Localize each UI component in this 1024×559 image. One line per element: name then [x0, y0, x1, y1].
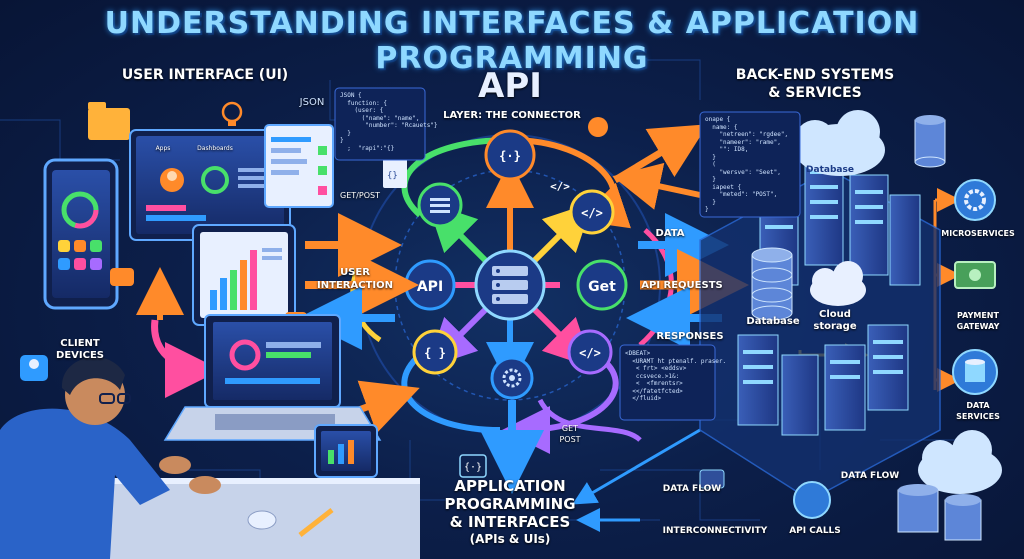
- cloud-icon: [918, 430, 1002, 494]
- settings-window: [264, 124, 334, 208]
- dashboard-window: [129, 129, 291, 241]
- backend-heading-line2: & SERVICES: [768, 85, 862, 101]
- cloud-storage-label-line2: storage: [813, 321, 857, 332]
- bottom-braces: {·}: [464, 462, 482, 473]
- json-doc-icon: {}: [383, 158, 407, 188]
- tablet-icon: [314, 424, 387, 507]
- database-top-label: Database: [806, 165, 854, 175]
- hub-braces-code-top: </>: [550, 180, 570, 193]
- data-services-label-line1: DATA: [966, 401, 990, 410]
- client-devices-label-line2: DEVICES: [56, 350, 104, 361]
- json-label: JSON: [299, 97, 325, 108]
- data-label: DATA: [655, 228, 685, 239]
- microservices-label: MICROSERVICES: [941, 229, 1015, 238]
- database-icon: [914, 115, 946, 168]
- backend-heading-line1: BACK-END SYSTEMS: [735, 67, 895, 83]
- code-snippet-right: onape { name: { "netreen": "rgdee", "nam…: [705, 116, 789, 213]
- apps-tab: Apps: [155, 145, 171, 152]
- data-services-label-line2: SERVICES: [956, 412, 1000, 421]
- database-label: Database: [746, 316, 800, 327]
- database-icon: [751, 247, 793, 321]
- cloud-storage-label-line1: Cloud: [819, 309, 851, 320]
- dashboard-tab: Dashboards: [197, 145, 233, 152]
- bottom-title-line2: PROGRAMMING: [444, 495, 576, 513]
- mouse-icon: [247, 510, 277, 530]
- code-snippet-bottom: <DBEAT> <URAMT ht ptenalf. praser. < frt…: [625, 350, 727, 402]
- hub-code-right: </>: [581, 206, 603, 220]
- api-hub: [350, 129, 674, 454]
- close-icon: [588, 117, 608, 137]
- svg-text:{}: {}: [387, 171, 398, 181]
- phone-call-icon: [793, 481, 831, 519]
- hub-code-bottom-right: </>: [579, 346, 601, 360]
- money-icon: [954, 261, 996, 289]
- interconnectivity-label: INTERCONNECTIVITY: [662, 526, 768, 536]
- database-icon: [952, 349, 998, 395]
- code-panel-right: [699, 111, 801, 218]
- post-label: POST: [559, 435, 581, 444]
- code-snippet-left: JSON { function: { (user: { ("name": "na…: [340, 92, 438, 152]
- pen-icon: [298, 508, 334, 537]
- bottom-title-line1: APPLICATION: [454, 477, 566, 495]
- cloud-icon: [810, 261, 866, 306]
- data-flow-left-label: DATA FLOW: [662, 484, 722, 494]
- user-interaction-label-line2: INTERACTION: [317, 280, 393, 291]
- ui-heading: USER INTERFACE (UI): [121, 67, 289, 83]
- payment-gateway-label-line1: PAYMENT: [957, 311, 999, 320]
- folder-icon: [88, 102, 130, 140]
- gear-icon: [954, 179, 996, 221]
- phone-icon: [43, 158, 119, 310]
- get-label: GET: [561, 424, 579, 433]
- api-layer-subtitle: LAYER: THE CONNECTOR: [443, 110, 581, 121]
- client-devices: {}: [0, 101, 420, 559]
- user-interaction-label-line1: USER: [340, 267, 370, 278]
- bottom-title-line3: & INTERFACES: [449, 513, 571, 531]
- person-icon: [0, 357, 221, 559]
- hub-braces-left: { }: [424, 346, 446, 360]
- data-flow-right-label: DATA FLOW: [840, 471, 900, 481]
- api-heading: API: [478, 66, 542, 106]
- laptop-icon: [163, 314, 382, 441]
- responses-label: RESPONSES: [656, 331, 724, 342]
- code-panel-bottom: [619, 344, 716, 421]
- chart-tablet: [192, 224, 296, 326]
- payment-gateway-label-line2: GATEWAY: [956, 322, 1000, 331]
- cloud-icon: [795, 110, 885, 176]
- chat-icon: [110, 268, 134, 286]
- server-icon: [737, 324, 909, 436]
- get-post-label: GET/POST: [340, 191, 380, 200]
- hub-api-node-label: API: [417, 279, 443, 295]
- api-calls-label: API CALLS: [789, 526, 841, 536]
- bottom-title-line4: (APIs & UIs): [469, 532, 551, 546]
- hub-get-node-label: Get: [588, 279, 616, 295]
- lightbulb-icon: [221, 101, 243, 126]
- code-panel-left: [334, 87, 426, 161]
- database-icon: [897, 484, 982, 541]
- page-title: UNDERSTANDING INTERFACES & APPLICATION P…: [104, 6, 920, 76]
- api-requests-label: API REQUESTS: [641, 280, 723, 291]
- client-devices-label-line1: CLIENT: [60, 338, 100, 349]
- hub-braces-top: {·}: [499, 149, 521, 163]
